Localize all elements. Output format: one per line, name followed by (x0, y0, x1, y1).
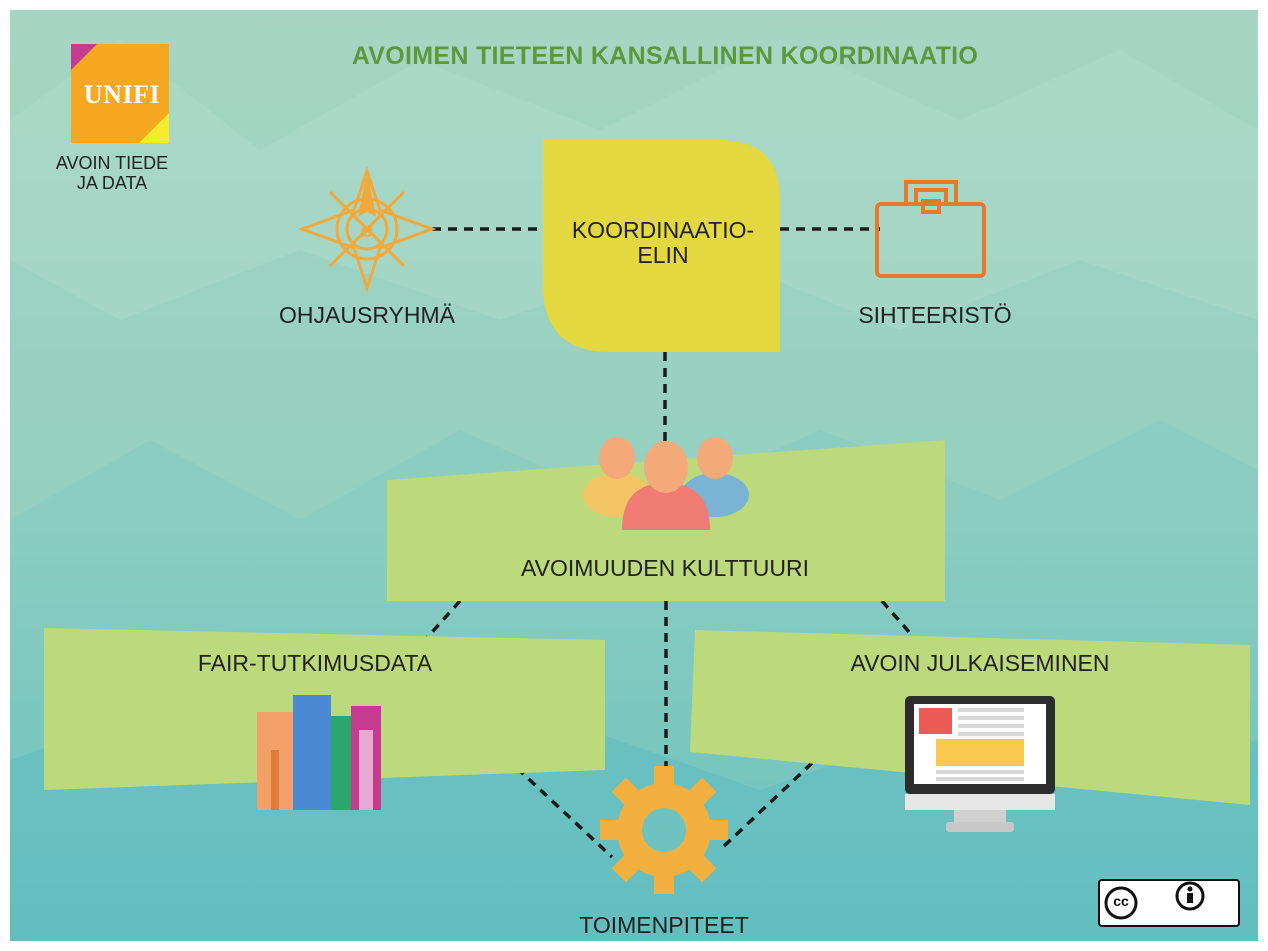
monitor-icon (905, 696, 1055, 832)
briefcase-icon (875, 180, 986, 278)
gear-icon (600, 766, 728, 894)
books-icon (257, 695, 381, 810)
unifi-caption: AVOIN TIEDE JA DATA (42, 153, 182, 193)
secretariat-label: SIHTEERISTÖ (858, 302, 1012, 328)
coordination-label-line1: KOORDINAATIO- (571, 217, 755, 243)
connector-fair-data (423, 599, 462, 642)
cc-text: cc (1113, 893, 1129, 909)
people-group-icon (583, 437, 749, 530)
connector-publishing (880, 599, 912, 635)
coordination-label: KOORDINAATIO- ELIN (543, 218, 783, 268)
compass-rose-icon: ø (297, 166, 437, 293)
page-title: AVOIMEN TIETEEN KANSALLINEN KOORDINAATIO (351, 42, 979, 70)
svg-text:ø: ø (361, 220, 374, 242)
unifi-caption-line1: AVOIN TIEDE (55, 153, 169, 173)
culture-label: AVOIMUUDEN KULTTUURI (521, 555, 809, 581)
steering-group-label: OHJAUSRYHMÄ (279, 302, 455, 328)
unifi-logo (71, 44, 169, 143)
connector-publishing-to-actions (720, 761, 814, 850)
unifi-logo-text: UNIFI (83, 80, 161, 109)
publishing-label: AVOIN JULKAISEMINEN (850, 650, 1110, 676)
coordination-label-line2: ELIN (637, 242, 689, 268)
actions-label: TOIMENPITEET (579, 912, 749, 938)
cc-badge-overlay (1104, 881, 1205, 920)
unifi-caption-line2: JA DATA (76, 173, 148, 193)
fair-data-label: FAIR-TUTKIMUSDATA (197, 650, 433, 676)
coordination-box (543, 140, 780, 352)
connector-fair-to-actions (515, 766, 614, 859)
cc-by-text: BY (1183, 913, 1197, 924)
